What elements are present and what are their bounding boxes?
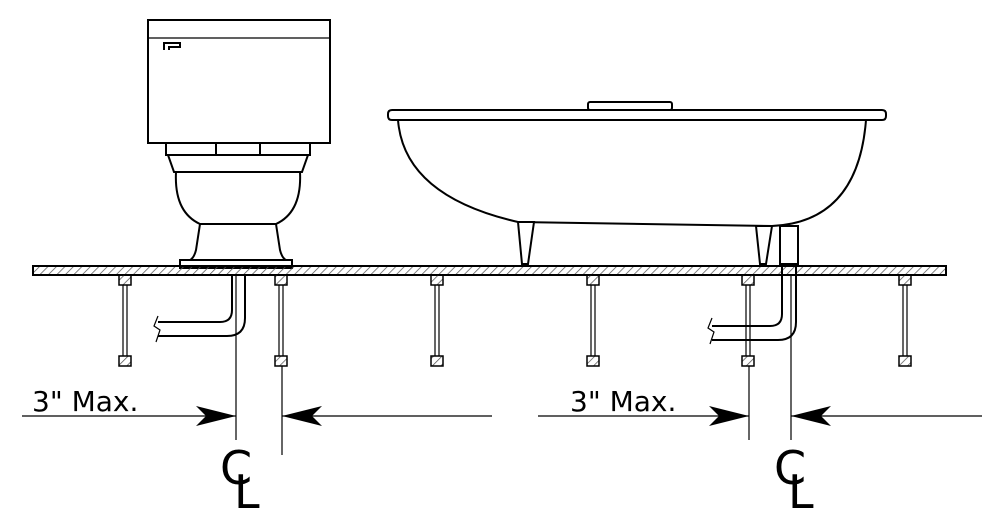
joist-4 [586, 274, 600, 367]
arrow-right-icon [709, 406, 749, 426]
centerline-c: C [774, 441, 806, 495]
flush-handle-icon [163, 42, 181, 50]
centerline-symbol-tub: C L [774, 441, 814, 513]
centerline-symbol-toilet: C L [220, 441, 260, 513]
floor-joists [118, 274, 912, 367]
joist-5 [741, 274, 755, 367]
tub-rim [387, 109, 887, 121]
bathtub [387, 101, 887, 265]
dimension-tub: 3" Max. [538, 275, 982, 440]
tub-foot-right [754, 225, 774, 265]
toilet [147, 19, 331, 269]
tub-drain-cover [587, 101, 673, 111]
centerline-l: L [788, 465, 814, 513]
toilet-bowl [174, 171, 302, 225]
centerline-c: C [220, 441, 252, 495]
toilet-seat [166, 154, 310, 173]
joist-3 [430, 274, 444, 367]
toilet-pedestal [189, 223, 287, 261]
tub-body [396, 119, 868, 228]
tub-drain-pipe [779, 225, 799, 265]
arrow-left-icon [791, 406, 831, 426]
joist-6 [898, 274, 912, 367]
dimension-toilet: 3" Max. [22, 275, 492, 455]
toilet-tank [147, 19, 331, 144]
floor-slab [32, 265, 947, 276]
dimension-label-toilet: 3" Max. [32, 385, 138, 418]
pipe-break-right [707, 317, 715, 345]
arrow-left-icon [282, 406, 322, 426]
toilet-seat-hinge-left [165, 142, 217, 156]
dimension-label-tub: 3" Max. [570, 385, 676, 418]
toilet-drain-pipe [153, 275, 246, 343]
arrow-right-icon [196, 406, 236, 426]
pipe-break-left [153, 315, 161, 343]
tub-foot-left [516, 221, 536, 265]
joist-2 [274, 274, 288, 367]
centerline-l: L [234, 465, 260, 513]
toilet-seat-hinge-right [259, 142, 311, 156]
joist-1 [118, 274, 132, 367]
